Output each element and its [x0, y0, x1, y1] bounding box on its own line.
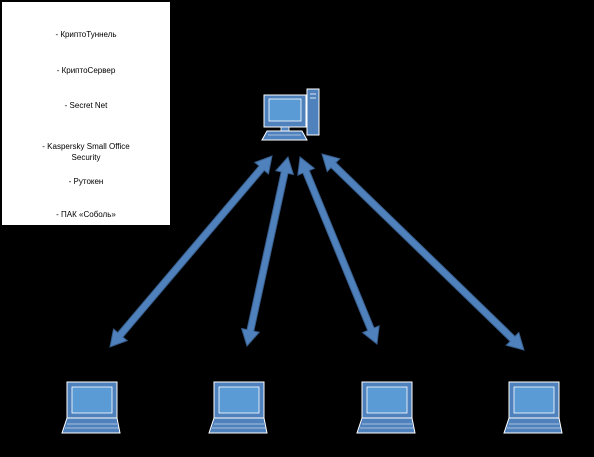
- double-arrow-2: [240, 156, 295, 347]
- laptop-icon: [503, 381, 563, 434]
- legend-box: - КриптоТуннель - КриптоСервер - Secret …: [2, 2, 170, 225]
- arrows: [109, 153, 525, 351]
- double-arrow-4: [321, 153, 525, 351]
- legend-item-kriptoserver: - КриптоСервер: [56, 66, 116, 75]
- laptop-icon: [356, 381, 416, 434]
- laptop-icon: [208, 381, 268, 434]
- legend-item-pak-sobol: - ПАК «Соболь»: [56, 210, 116, 219]
- double-arrow-3: [297, 156, 380, 345]
- legend-item-rutoken: - Рутокен: [68, 177, 104, 186]
- laptop-icon: [61, 381, 121, 434]
- desktop-computer-icon: [261, 88, 320, 141]
- double-arrow-1: [109, 155, 273, 348]
- legend-item-kaspersky: - Kaspersky Small Office Security: [42, 142, 130, 162]
- legend-item-kriptotunnel: - КриптоТуннель: [55, 30, 117, 39]
- legend-item-secret-net: - Secret Net: [64, 101, 108, 110]
